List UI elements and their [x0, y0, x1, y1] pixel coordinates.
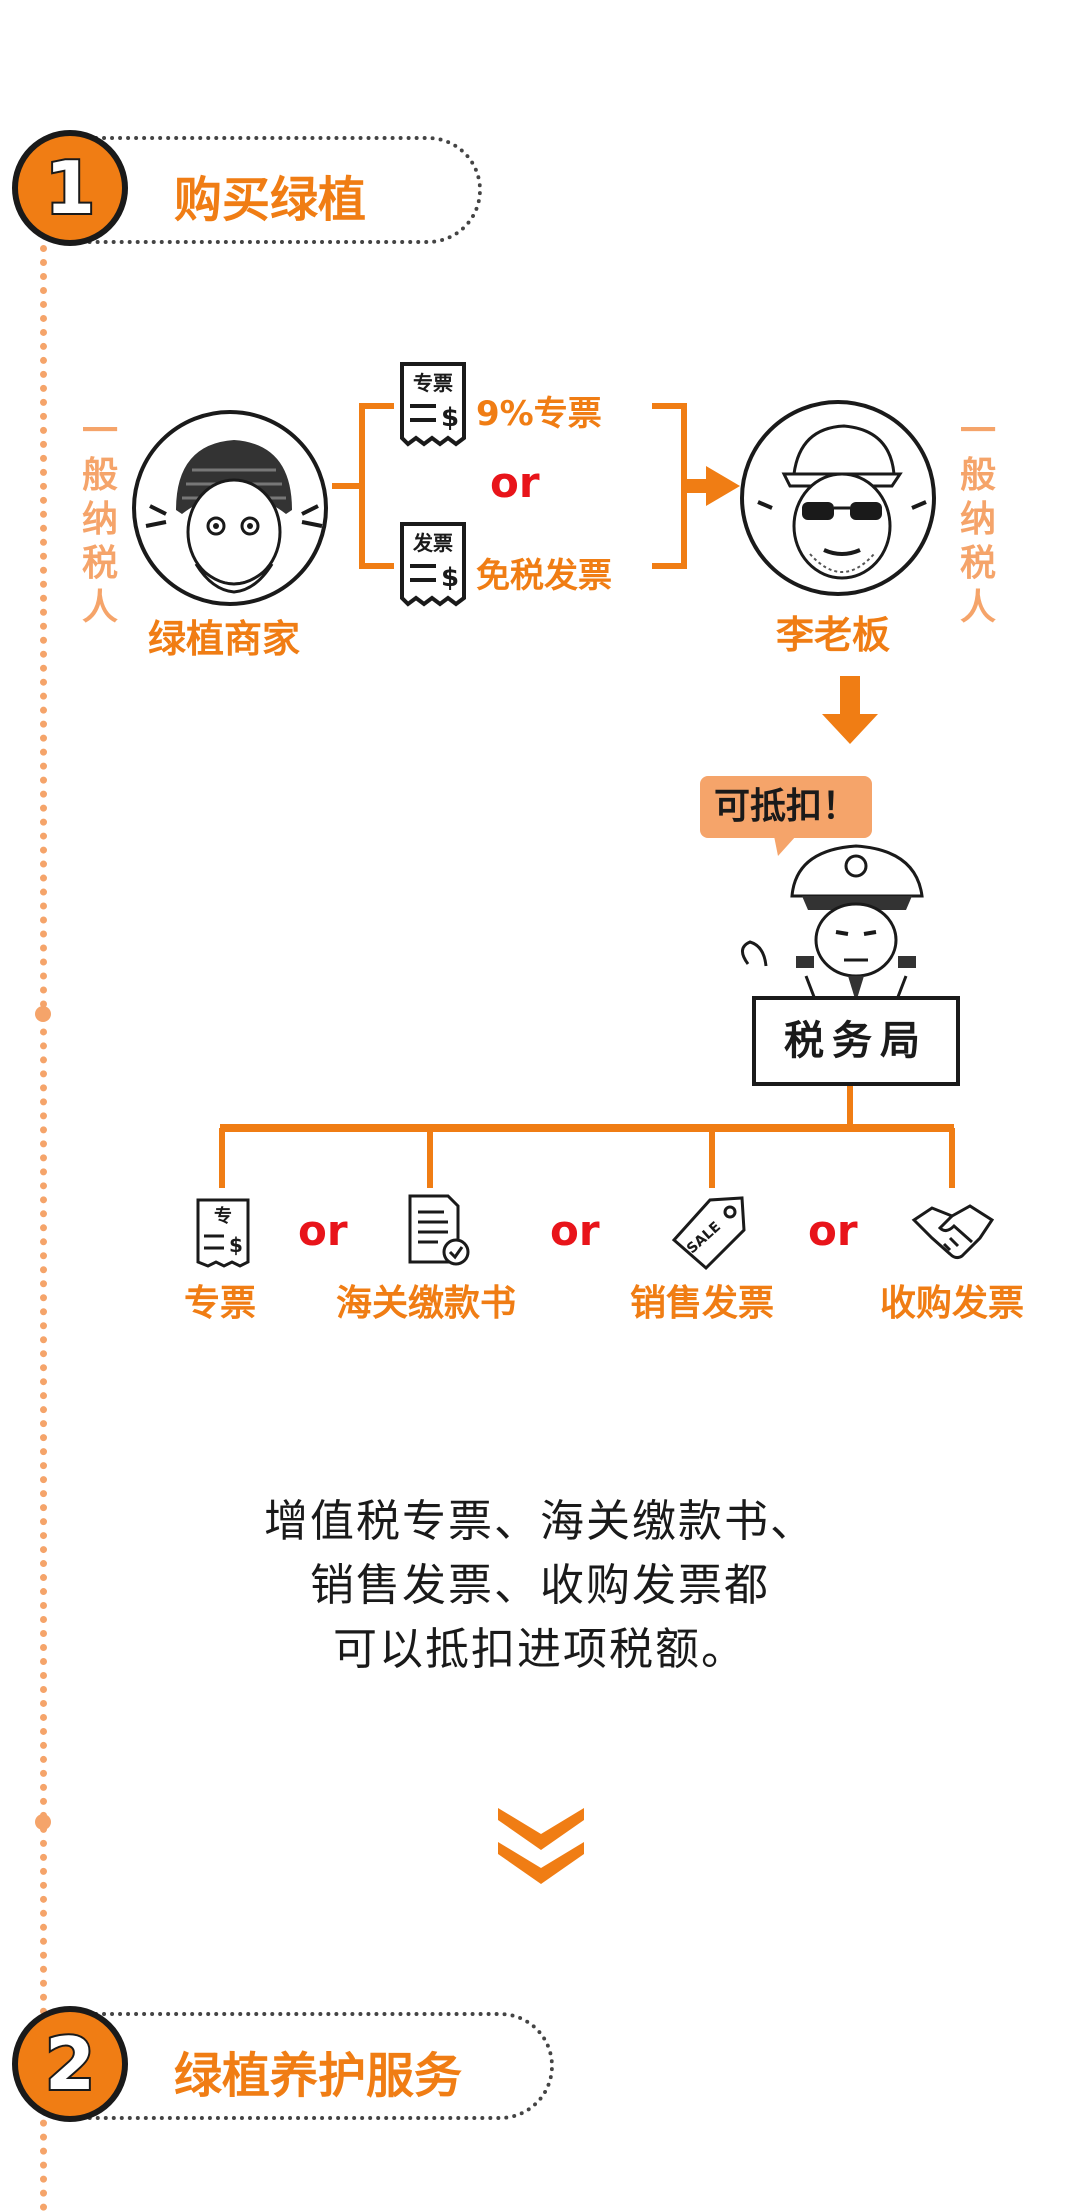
doc-label-customs: 海关缴款书 — [336, 1283, 517, 1324]
tax-bureau-speech-bubble: 可抵扣！ — [700, 776, 872, 838]
handshake-icon — [910, 1194, 996, 1268]
top-invoice-label: 9%专票 — [476, 394, 602, 434]
merchant-name: 绿植商家 — [148, 617, 301, 661]
section-2-header — [80, 2012, 554, 2120]
sale-tag-icon: SALE — [666, 1190, 750, 1271]
doc-label-purchase-invoice: 收购发票 — [880, 1283, 1025, 1324]
regular-invoice-icon: 发票 $ — [398, 520, 468, 608]
merchant-face-icon — [145, 440, 323, 594]
section-1-number: 1 — [43, 144, 97, 232]
customs-document-icon — [404, 1192, 474, 1268]
timeline-dotted-line — [40, 245, 47, 2212]
section-1-header — [80, 136, 482, 244]
summary-line: 可以抵扣进项税额。 — [333, 1624, 747, 1675]
buyer-name: 李老板 — [776, 613, 891, 657]
timeline-node — [35, 1006, 51, 1022]
document-tree-connectors — [219, 1086, 955, 1188]
doc-1-icon-text: 专 — [214, 1205, 232, 1227]
bottom-invoice-label: 免税发票 — [476, 556, 612, 596]
bottom-invoice-icon-text: 发票 — [412, 531, 453, 555]
special-invoice-icon: 专 $ — [194, 1196, 252, 1270]
merchant-type-label: 一般纳税人 — [81, 411, 118, 628]
buyer-face-icon — [757, 424, 927, 580]
section-1-badge: 1 — [12, 130, 128, 246]
svg-text:$: $ — [229, 1233, 243, 1257]
section-1-title: 购买绿植 — [174, 172, 367, 228]
svg-text:$: $ — [441, 563, 459, 593]
tax-officer-illustration — [736, 836, 966, 1003]
doc-or-2: or — [550, 1206, 600, 1255]
buyer-avatar — [740, 400, 936, 596]
special-invoice-icon: 专票 $ — [398, 360, 468, 448]
doc-or-3: or — [808, 1206, 858, 1255]
tax-bureau-desk: 税务局 — [752, 996, 960, 1086]
invoice-or-label: or — [490, 458, 540, 507]
doc-label-sales-invoice: 销售发票 — [630, 1283, 775, 1324]
svg-text:$: $ — [441, 403, 459, 433]
doc-label-special-invoice: 专票 — [184, 1283, 257, 1324]
merchant-avatar — [132, 410, 328, 606]
section-2-title: 绿植养护服务 — [174, 2048, 463, 2104]
buyer-type-label: 一般纳税人 — [959, 411, 996, 628]
doc-or-1: or — [298, 1206, 348, 1255]
summary-line: 销售发票、收购发票都 — [310, 1560, 770, 1611]
invoice-flow-connectors — [332, 403, 878, 744]
top-invoice-icon-text: 专票 — [413, 371, 453, 395]
speech-bubble-tail — [774, 836, 796, 856]
summary-line: 增值税专票、海关缴款书、 — [264, 1496, 816, 1547]
section-2-badge: 2 — [12, 2006, 128, 2122]
double-chevron-down-icon — [498, 1808, 584, 1884]
section-2-number: 2 — [43, 2020, 97, 2108]
timeline-node — [35, 1814, 51, 1830]
summary-text: 增值税专票、海关缴款书、 销售发票、收购发票都 可以抵扣进项税额。 — [160, 1490, 920, 1682]
